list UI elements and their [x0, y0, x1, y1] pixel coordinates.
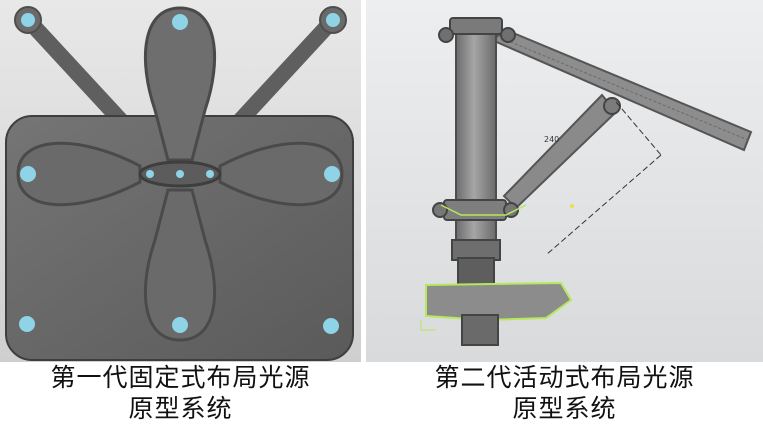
- first-gen-prototype-image: [0, 0, 361, 362]
- bottom-petal: [143, 188, 217, 342]
- right-arm: [228, 12, 341, 133]
- base-plate: [425, 281, 573, 322]
- second-gen-caption-line2: 原型系统: [512, 394, 617, 423]
- left-arm: [20, 12, 133, 133]
- first-gen-caption-line2: 原型系统: [128, 394, 233, 423]
- first-gen-caption: 第一代固定式布局光源 原型系统: [0, 362, 361, 424]
- second-gen-prototype-image: 240 400: [366, 0, 763, 362]
- first-gen-caption-line1: 第一代固定式布局光源: [50, 363, 311, 392]
- second-gen-caption-line1: 第二代活动式布局光源: [434, 363, 695, 392]
- second-gen-caption: 第二代活动式布局光源 原型系统: [366, 362, 763, 424]
- top-petal: [143, 6, 217, 162]
- dim-label-240: 240: [544, 135, 559, 144]
